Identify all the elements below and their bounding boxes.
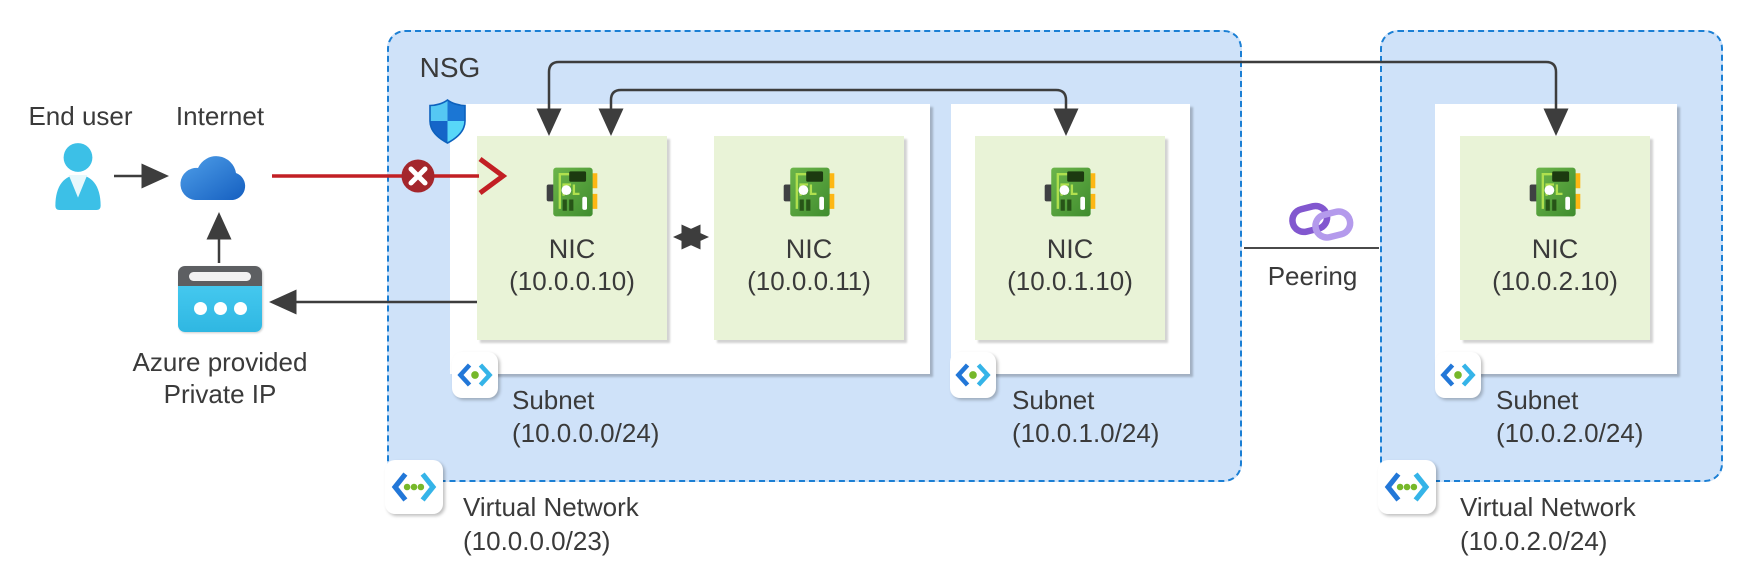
nic-icon [546,167,598,217]
internet-cloud-icon [178,144,250,211]
nic-icon [1044,167,1096,217]
subnet-2-label: Subnet (10.0.1.0/24) [1012,385,1160,448]
nic-name: NIC [1046,234,1094,264]
subnet-3-label: Subnet (10.0.2.0/24) [1496,385,1644,448]
virtual-network-2-label: Virtual Network (10.0.2.0/24) [1460,492,1636,556]
nic-icon [783,167,835,217]
nsg-label: NSG [419,52,481,83]
nic-name: NIC [548,234,596,264]
virtual-network-1-label: Virtual Network (10.0.0.0/23) [463,492,639,556]
nic-icon [1529,167,1581,217]
peering-label: Peering [1267,261,1358,291]
azure-private-ip-icon [178,266,262,332]
nic-box-10-0-0-10: NIC (10.0.0.10) [477,136,667,340]
subnet-icon [1435,352,1481,398]
subnet-icon [452,352,498,398]
nic-ip: (10.0.1.10) [1007,266,1133,296]
internet-label: Internet [175,101,265,131]
nic-box-10-0-1-10: NIC (10.0.1.10) [975,136,1165,340]
subnet-icon [950,352,996,398]
azure-private-ip-label: Azure provided Private IP [132,347,308,409]
virtual-network-icon [1378,460,1436,514]
virtual-network-icon [385,460,443,514]
nic-ip: (10.0.2.10) [1492,266,1618,296]
nic-box-10-0-0-11: NIC (10.0.0.11) [714,136,904,340]
nic-name: NIC [785,234,833,264]
nic-box-10-0-2-10: NIC (10.0.2.10) [1460,136,1650,340]
subnet-1-label: Subnet (10.0.0.0/24) [512,385,660,448]
nic-ip: (10.0.0.11) [747,266,871,296]
end-user-icon [46,140,110,217]
peering-chain-icon [1289,202,1354,241]
nic-ip: (10.0.0.10) [509,266,635,296]
end-user-label: End user [28,101,133,131]
nic-name: NIC [1531,234,1579,264]
